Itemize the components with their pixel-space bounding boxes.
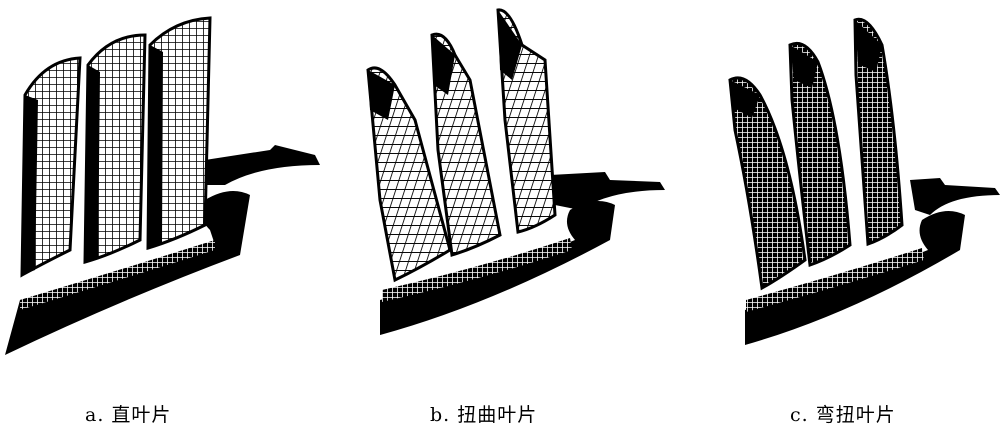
blade-2-tip — [790, 45, 818, 88]
blade-2-edge — [85, 65, 100, 262]
panel-straight-blade: a. 直叶片 — [0, 0, 330, 431]
blade-2-tip — [432, 35, 455, 95]
blade-2 — [788, 41, 852, 268]
blade-3-tip — [855, 20, 882, 72]
twisted-blade-figure — [366, 8, 665, 335]
blade-1-tip — [368, 70, 395, 120]
blade-3 — [146, 16, 212, 251]
blade-1 — [728, 76, 807, 291]
blade-1-tip — [730, 80, 760, 118]
caption-twisted-blade: b. 扭曲叶片 — [430, 404, 538, 426]
hub-sector — [380, 201, 615, 335]
caption-bowed-twisted-blade: c. 弯扭叶片 — [790, 404, 896, 426]
hub-mesh — [746, 248, 924, 312]
blade-3-tip — [498, 10, 522, 80]
hub-flange — [550, 172, 665, 210]
hub-mesh — [382, 238, 572, 302]
hub-flange — [205, 145, 320, 185]
blade-2 — [430, 32, 502, 257]
panel-twisted-blade: b. 扭曲叶片 — [340, 0, 670, 431]
caption-straight-blade: a. 直叶片 — [85, 404, 172, 426]
straight-blade-figure — [5, 16, 320, 355]
blade-3 — [853, 17, 904, 247]
blade-1-edge — [22, 95, 38, 275]
hub-mesh — [20, 240, 215, 310]
blade-3-edge — [148, 45, 163, 248]
hub-flange — [910, 178, 1000, 215]
bowed-twisted-blade-figure — [728, 17, 1000, 345]
panel-bowed-twisted-blade: c. 弯扭叶片 — [690, 0, 1001, 431]
